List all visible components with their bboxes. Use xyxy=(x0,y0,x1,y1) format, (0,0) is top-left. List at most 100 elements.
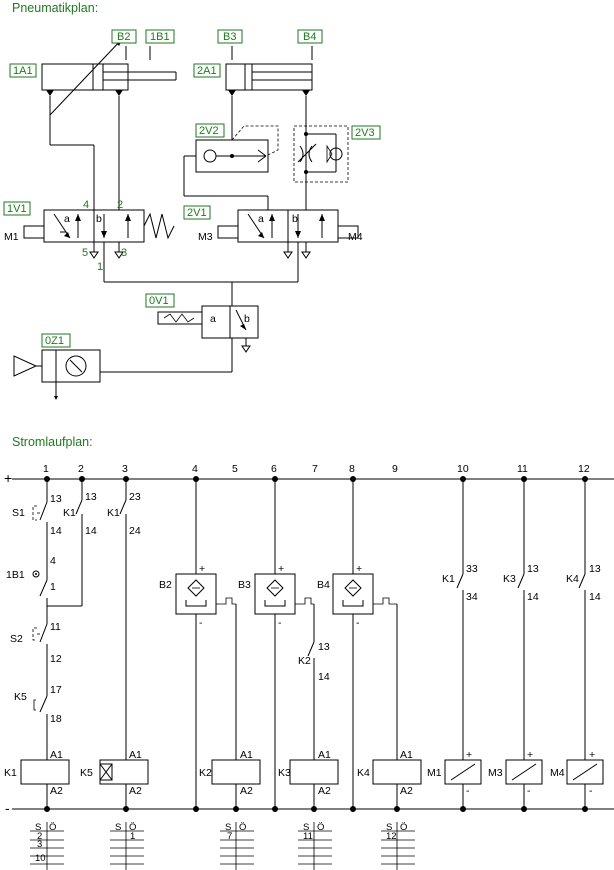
b2-plus: + xyxy=(199,563,205,575)
label-b4-pneumatic: B4 xyxy=(303,31,316,43)
k5-18: 18 xyxy=(50,713,62,725)
label-1a1: 1A1 xyxy=(13,65,33,77)
table2-s: S xyxy=(115,822,121,833)
label-2v3: 2V3 xyxy=(355,127,375,139)
table1-s: S xyxy=(35,822,41,833)
b3-plus: + xyxy=(278,563,284,575)
valve-2v1 xyxy=(217,209,359,282)
k2-13: 13 xyxy=(318,641,330,653)
port-1: 1 xyxy=(97,261,103,273)
sensor-b3 xyxy=(254,479,339,809)
m4-minus: - xyxy=(589,785,593,797)
k3-a2: A2 xyxy=(318,785,331,797)
k1-col3-24: 24 xyxy=(129,525,141,537)
b2-circuit-label: B2 xyxy=(159,579,172,591)
k2-a2: A2 xyxy=(240,785,253,797)
contact-table-k3 xyxy=(298,822,332,870)
cylinder-1a1 xyxy=(41,37,177,116)
0v1-pos-b: b xyxy=(244,313,250,325)
cylinder-2a1 xyxy=(225,63,313,96)
column-11-circuit xyxy=(505,479,543,809)
column-numbers: 1 2 3 4 5 6 7 8 9 10 11 12 xyxy=(43,463,590,475)
m3-plus: + xyxy=(527,749,533,761)
k3-14: 14 xyxy=(527,591,539,603)
coil-k5-label: K5 xyxy=(80,767,93,779)
coil-m1-label: M1 xyxy=(427,767,442,779)
k2-14: 14 xyxy=(318,671,330,683)
col-12: 12 xyxy=(578,463,590,475)
rail-minus-label: - xyxy=(5,800,10,816)
k1-col2-13: 13 xyxy=(85,491,97,503)
table5-s: S xyxy=(386,822,392,833)
b3-minus: - xyxy=(278,617,282,629)
k5-contact-label: K5 xyxy=(14,691,27,703)
k3-13: 13 xyxy=(527,563,539,575)
k1-a2: A2 xyxy=(50,785,63,797)
k4-a1: A1 xyxy=(400,749,413,761)
label-m4-pneumatic: M4 xyxy=(348,231,363,243)
m1-minus: - xyxy=(466,785,470,797)
coil-m3-label: M3 xyxy=(488,767,503,779)
table5-row1: 12 xyxy=(386,831,397,842)
col-7: 7 xyxy=(312,463,318,475)
label-1v1: 1V1 xyxy=(7,203,27,215)
k3-a1: A1 xyxy=(318,749,331,761)
circuit-plan-title: Stromlaufplan: xyxy=(12,435,93,449)
m3-minus: - xyxy=(527,785,531,797)
2v1-pos-a: a xyxy=(258,213,264,225)
b4-plus: + xyxy=(356,563,362,575)
sensor-b4 xyxy=(332,479,422,809)
table3-row1: 7 xyxy=(227,831,232,842)
coil-k3-label: K3 xyxy=(278,767,291,779)
table4-row1: 11 xyxy=(303,831,313,842)
1b1-1: 1 xyxy=(50,581,56,593)
table4-s: S xyxy=(303,822,309,833)
1b1-circuit-label: 1B1 xyxy=(6,569,25,581)
port-4: 4 xyxy=(83,199,89,211)
col-1: 1 xyxy=(43,463,49,475)
2v1-pos-b: b xyxy=(292,213,298,225)
contact-table-k5 xyxy=(110,822,144,870)
k1-col3-23: 23 xyxy=(129,491,141,503)
port-5: 5 xyxy=(82,247,88,259)
label-m1-pneumatic: M1 xyxy=(4,231,19,243)
k1-col3-label: K1 xyxy=(107,507,120,519)
1b1-4: 4 xyxy=(50,555,56,567)
table1-o: Ö xyxy=(49,822,56,833)
k4-a2: A2 xyxy=(400,785,413,797)
table3-o: Ö xyxy=(239,822,246,833)
port-3: 3 xyxy=(121,247,127,259)
pneumatic-plan-title: Pneumatikplan: xyxy=(12,1,98,15)
rail-plus-label: + xyxy=(4,470,12,486)
s1-14: 14 xyxy=(50,525,62,537)
table2-o: Ö xyxy=(129,822,136,833)
label-0v1: 0V1 xyxy=(149,295,169,307)
column-10-circuit xyxy=(444,479,482,809)
k4-contact-label: K4 xyxy=(566,573,579,585)
table4-o: Ö xyxy=(317,822,324,833)
col-5: 5 xyxy=(232,463,238,475)
col-3: 3 xyxy=(122,463,128,475)
b3-circuit-label: B3 xyxy=(238,579,251,591)
contact-table-k4 xyxy=(381,822,415,870)
k5-17: 17 xyxy=(50,684,62,696)
m1-plus: + xyxy=(466,749,472,761)
column-1-circuit xyxy=(20,479,82,809)
port-2: 2 xyxy=(117,199,123,211)
col-4: 4 xyxy=(192,463,198,475)
valve-2v3 xyxy=(293,125,349,210)
label-0z1: 0Z1 xyxy=(45,335,64,347)
s2-12: 12 xyxy=(50,653,62,665)
k5-a2: A2 xyxy=(129,785,142,797)
k1-a1: A1 xyxy=(50,749,63,761)
table5-o: Ö xyxy=(400,822,407,833)
k2-contact-label: K2 xyxy=(298,655,311,667)
m4-plus: + xyxy=(589,749,595,761)
col-9: 9 xyxy=(392,463,398,475)
k2-a1: A1 xyxy=(240,749,253,761)
table1-row1: 2 xyxy=(37,831,42,842)
k1-33: 33 xyxy=(466,563,478,575)
column-12-circuit xyxy=(566,479,604,809)
col-8: 8 xyxy=(349,463,355,475)
